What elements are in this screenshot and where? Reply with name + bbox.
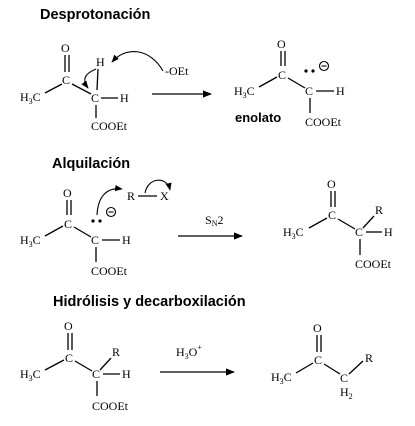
bond-carbonyl-alpha [73,226,92,238]
methyl-group: H3C [20,367,41,383]
atom-alkyl-r: R [127,189,135,203]
bond-carbonyl-alpha [287,77,306,89]
reagent-ethoxide: -OEt [165,64,189,78]
methyl-group: H3C [234,84,255,100]
section-deprotonation: Desprotonación O C H3C C H H COOEt -OEt … [20,7,345,133]
atom-alpha-carbon: C [305,84,313,98]
methyl-group: H3C [20,233,41,249]
section-title-hydrolysis: Hidrólisis y decarboxilación [53,294,246,310]
bond-carbonyl-alpha [74,360,93,372]
product-alkylated: O C H3C C R H COOEt [283,177,393,271]
electron-push-arrow-nucleophile [96,185,123,216]
atom-carbonyl-oxygen: O [277,37,286,51]
bond-ch2-r [348,360,364,375]
atom-carbonyl-carbon: C [64,217,72,231]
ester-group: COOEt [355,257,392,271]
reactant-enolate: O C H3C C H COOEt [20,186,131,278]
atom-carbonyl-carbon: C [278,68,286,82]
lone-pair-dot-2 [98,219,102,223]
atom-hydrogen-right: H [122,233,131,247]
atom-carbonyl-oxygen: O [64,319,73,333]
lone-pair-dot-1 [304,69,308,73]
atom-carbonyl-carbon: C [328,208,336,222]
atom-alpha-carbon: C [91,91,99,105]
bond-methyl-carbonyl [44,225,64,237]
atom-carbonyl-oxygen: O [61,41,70,55]
ester-group: COOEt [91,119,128,133]
atom-alkyl-r: R [365,351,373,365]
negative-charge-symbol [105,206,117,218]
mechanism-label: SN2 [205,213,223,228]
section-title-alkylation: Alquilación [52,156,130,172]
electron-push-arrow-base [111,51,164,72]
atom-alkyl-r: R [375,203,383,217]
atom-methylene-carbon: C [340,371,348,385]
atom-leaving-group-x: X [160,189,169,203]
ester-group: COOEt [91,264,128,278]
bond-methyl-carbonyl [44,83,63,94]
atom-alpha-carbon: C [92,367,100,381]
reactant-acetoacetate: O C H3C C H H COOEt [20,41,129,133]
section-alkylation: Alquilación O C H3C C H COOEt R X SN2 [20,156,393,278]
atom-hydrogen-right: H [122,367,131,381]
lone-pair-dot-2 [311,69,315,73]
ester-group: COOEt [92,399,129,413]
bond-carbonyl-alpha [71,83,92,95]
methylene-hydrogens: H2 [340,385,353,401]
atom-alpha-carbon: C [355,225,363,239]
methyl-group: H3C [271,370,292,386]
section-hydrolysis: Hidrólisis y decarboxilación O C H3C C R… [20,294,373,413]
bond-methyl-carbonyl [295,362,314,374]
reagent-hydronium: H3O+ [176,343,202,361]
lone-pair-dot-1 [91,219,95,223]
bond-methyl-carbonyl [258,76,278,88]
bond-carbonyl-alpha [337,218,356,230]
atom-carbonyl-oxygen: O [313,321,322,335]
bond-methyl-carbonyl [44,359,65,371]
negative-charge-symbol [318,60,330,72]
atom-carbonyl-carbon: C [62,73,70,87]
electron-push-arrow-bond [81,68,97,89]
bond-alpha-h-top [96,68,99,91]
atom-carbonyl-oxygen: O [63,186,72,200]
section-title-deprotonation: Desprotonación [40,7,150,23]
atom-hydrogen-right: H [384,225,393,239]
atom-alpha-carbon: C [91,233,99,247]
atom-carbonyl-carbon: C [314,353,322,367]
electron-push-arrow-leaving-group [144,179,172,194]
atom-acidic-hydrogen: H [96,55,105,69]
ester-group: COOEt [305,115,342,129]
atom-hydrogen-right: H [336,84,345,98]
product-label-enolate: enolato [235,110,281,125]
atom-alkyl-r: R [112,345,120,359]
atom-carbonyl-oxygen: O [327,177,336,191]
product-ketone: O C H3C C R H2 [271,321,373,401]
bond-methyl-carbonyl [308,217,328,229]
product-enolate: O C H3C C H COOEt enolato [234,37,345,129]
bond-carbonyl-ch2 [323,363,341,375]
methyl-group: H3C [20,90,41,106]
atom-carbonyl-carbon: C [65,351,73,365]
methyl-group: H3C [283,225,304,241]
reactant-alkylated: O C H3C C R H COOEt [20,319,131,413]
atom-hydrogen-right: H [120,91,129,105]
bond-alpha-r [99,357,112,371]
bond-alpha-r [362,215,375,229]
